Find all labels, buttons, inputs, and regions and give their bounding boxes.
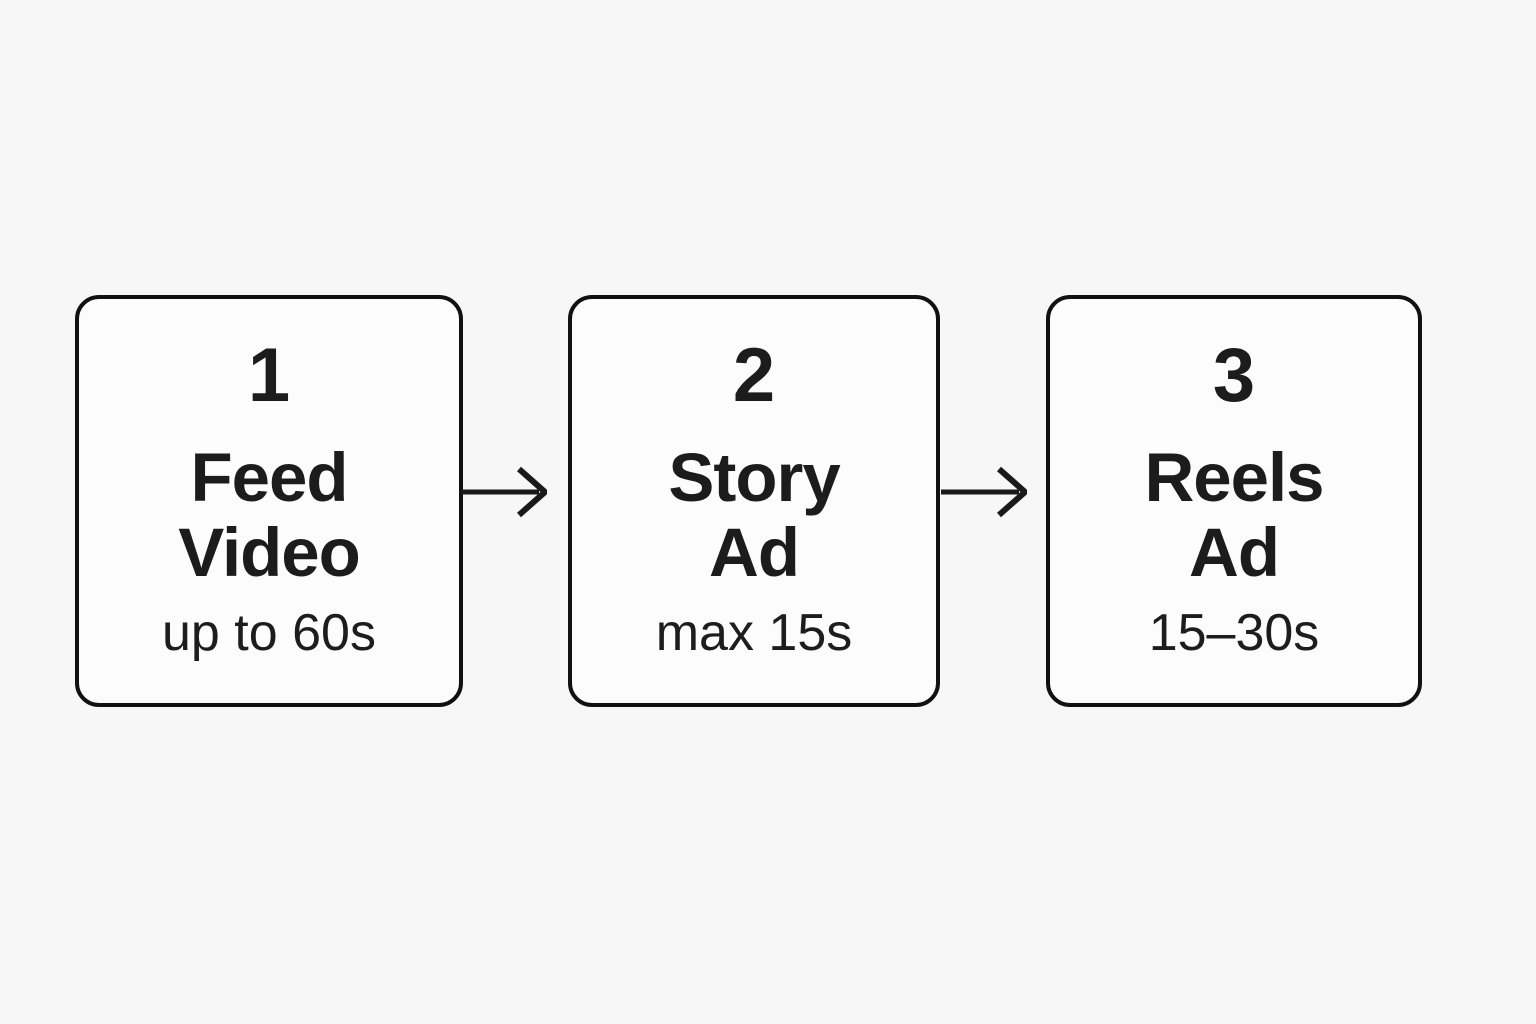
step-box-story-ad: 2 Story Ad max 15s bbox=[568, 295, 940, 707]
arrow-right-icon bbox=[941, 466, 1027, 518]
step-title: Reels Ad bbox=[1144, 438, 1324, 592]
step-duration: up to 60s bbox=[162, 604, 376, 663]
step-box-reels-ad: 3 Reels Ad 15–30s bbox=[1046, 295, 1422, 707]
step-duration: 15–30s bbox=[1148, 604, 1320, 663]
step-number: 3 bbox=[1212, 332, 1256, 418]
step-duration: max 15s bbox=[655, 604, 853, 663]
step-number: 1 bbox=[247, 332, 291, 418]
arrow-right-icon bbox=[461, 466, 547, 518]
step-box-feed-video: 1 Feed Video up to 60s bbox=[75, 295, 463, 707]
step-title: Story Ad bbox=[668, 438, 840, 592]
step-title: Feed Video bbox=[178, 438, 361, 592]
step-number: 2 bbox=[732, 332, 776, 418]
